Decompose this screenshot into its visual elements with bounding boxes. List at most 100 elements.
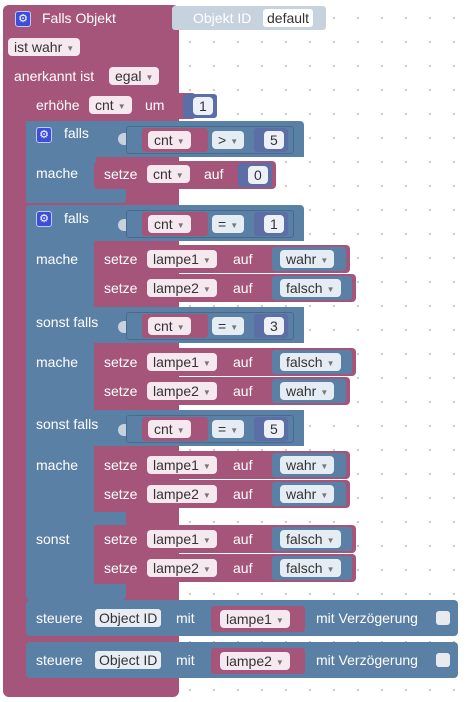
caret-down-icon: ▼ <box>202 388 211 397</box>
control2-delay-checkbox[interactable] <box>436 653 450 667</box>
if2-e-s1-var-dropdown[interactable]: lampe2▼ <box>147 559 217 577</box>
if2-b2-s1-var-dropdown[interactable]: lampe2▼ <box>147 485 217 503</box>
if2-b2-op-dropdown[interactable]: =▼ <box>212 420 245 438</box>
if2-e-s0-var: lampe1 <box>153 531 199 547</box>
caret-down-icon: ▼ <box>230 221 239 230</box>
input-notch <box>118 219 126 231</box>
control2-var: lampe2 <box>226 653 272 669</box>
caret-down-icon: ▼ <box>230 137 239 146</box>
caret-down-icon: ▼ <box>202 256 211 265</box>
increment-value[interactable]: 1 <box>193 97 213 115</box>
caret-down-icon: ▼ <box>175 171 184 180</box>
if2-b0-var: cnt <box>154 216 173 232</box>
if2-b0-s0-label: setze <box>104 251 138 267</box>
if2-b1-s1-var: lampe2 <box>153 383 199 399</box>
if2-b2-s0-var-dropdown[interactable]: lampe1▼ <box>147 456 217 474</box>
control1-delay-checkbox[interactable] <box>436 611 450 625</box>
if2-b0-s0-bool-dropdown[interactable]: wahr▼ <box>280 250 335 268</box>
if2-b1-s0-to: auf <box>233 354 253 370</box>
caret-down-icon: ▼ <box>326 359 335 368</box>
caret-down-icon: ▼ <box>176 323 185 332</box>
if2-b1-s1-value: wahr <box>286 383 317 399</box>
if2-b1-s0-value: falsch <box>286 354 323 370</box>
control2-label: steuere <box>36 652 83 668</box>
if2-b2-s1-var: lampe2 <box>153 486 199 502</box>
if2-b2-s0-to: auf <box>233 457 253 473</box>
if2-b0-value[interactable]: 1 <box>264 215 284 233</box>
if-block-2-foot <box>26 584 126 600</box>
ack-dropdown[interactable]: egal▼ <box>109 67 160 85</box>
if2-e-s0-label: setze <box>104 531 138 547</box>
ack-label: anerkannt ist <box>14 68 95 84</box>
control1-var-dropdown[interactable]: lampe1▼ <box>220 610 290 628</box>
if2-do-label-3: mache <box>36 457 79 473</box>
increment-var-dropdown[interactable]: cnt▼ <box>89 96 132 114</box>
caret-down-icon: ▼ <box>145 73 154 82</box>
event-title: Falls Objekt <box>42 10 116 26</box>
if2-b0-s1-var-dropdown[interactable]: lampe2▼ <box>147 279 217 297</box>
if2-e-s0-bool-dropdown[interactable]: falsch▼ <box>280 530 341 548</box>
if2-b0-s1-to: auf <box>233 280 253 296</box>
if2-b0-s0-var-dropdown[interactable]: lampe1▼ <box>147 250 217 268</box>
if1-value[interactable]: 5 <box>264 131 284 149</box>
caret-down-icon: ▼ <box>326 536 335 545</box>
caret-down-icon: ▼ <box>230 426 239 435</box>
if1-op: > <box>218 132 227 148</box>
if1-var: cnt <box>154 132 173 148</box>
if2-e-s0-var-dropdown[interactable]: lampe1▼ <box>147 530 217 548</box>
control2-var-dropdown[interactable]: lampe2▼ <box>220 652 290 670</box>
if2-elseif-label-1: sonst falls <box>36 314 99 330</box>
if2-b1-s1-label: setze <box>104 383 138 399</box>
control2-object[interactable]: Object ID <box>95 651 162 669</box>
caret-down-icon: ▼ <box>202 565 211 574</box>
if2-b2-var-dropdown[interactable]: cnt▼ <box>148 420 191 438</box>
if2-b1-value[interactable]: 3 <box>264 317 284 335</box>
caret-down-icon: ▼ <box>230 323 239 332</box>
input-notch <box>118 321 126 333</box>
if2-b1-s0-bool-dropdown[interactable]: falsch▼ <box>280 353 341 371</box>
if2-if-label: falls <box>64 210 89 226</box>
if2-b2-s0-value: wahr <box>286 457 317 473</box>
if1-set-var-dropdown[interactable]: cnt▼ <box>147 165 190 183</box>
if2-b2-value[interactable]: 5 <box>264 420 284 438</box>
if2-b1-var-dropdown[interactable]: cnt▼ <box>148 317 191 335</box>
if2-b1-s0-var-dropdown[interactable]: lampe1▼ <box>147 353 217 371</box>
if1-var-dropdown[interactable]: cnt▼ <box>148 131 191 149</box>
caret-down-icon: ▼ <box>202 536 211 545</box>
if2-b0-s1-bool-dropdown[interactable]: falsch▼ <box>280 279 341 297</box>
caret-down-icon: ▼ <box>202 359 211 368</box>
if2-b0-s0-value: wahr <box>286 251 317 267</box>
caret-down-icon: ▼ <box>202 285 211 294</box>
control1-label: steuere <box>36 610 83 626</box>
if2-b1-s1-var-dropdown[interactable]: lampe2▼ <box>147 382 217 400</box>
object-id-value[interactable]: default <box>263 9 314 27</box>
if2-b1-s1-bool-dropdown[interactable]: wahr▼ <box>280 382 335 400</box>
ack-value: egal <box>115 68 142 84</box>
if2-b0-s1-var: lampe2 <box>153 280 199 296</box>
if2-else-label: sonst <box>36 531 70 547</box>
if2-b2-s1-bool-dropdown[interactable]: wahr▼ <box>280 485 335 503</box>
if2-b2-s0-bool-dropdown[interactable]: wahr▼ <box>280 456 335 474</box>
if2-b1-s0-label: setze <box>104 354 138 370</box>
gear-icon[interactable]: ⚙ <box>36 211 52 227</box>
if2-b0-var-dropdown[interactable]: cnt▼ <box>148 215 191 233</box>
gear-icon[interactable]: ⚙ <box>15 11 31 27</box>
if1-op-dropdown[interactable]: >▼ <box>212 131 245 149</box>
control1-object[interactable]: Object ID <box>95 609 162 627</box>
condition-dropdown[interactable]: ist wahr▼ <box>8 38 81 56</box>
if2-b0-op-dropdown[interactable]: =▼ <box>212 215 245 233</box>
caret-down-icon: ▼ <box>176 221 185 230</box>
if1-set-value[interactable]: 0 <box>248 166 268 184</box>
increment-by-label: um <box>145 97 165 113</box>
if2-b1-s1-to: auf <box>233 383 253 399</box>
caret-down-icon: ▼ <box>320 462 329 471</box>
gear-icon[interactable]: ⚙ <box>36 127 52 143</box>
if2-e-s0-value: falsch <box>286 531 323 547</box>
caret-down-icon: ▼ <box>320 491 329 500</box>
if2-b0-s0-to: auf <box>233 251 253 267</box>
if2-e-s1-bool-dropdown[interactable]: falsch▼ <box>280 559 341 577</box>
control1-delay: mit Verzögerung <box>316 610 418 626</box>
if2-do-label-2: mache <box>36 354 79 370</box>
condition-value: ist wahr <box>14 39 63 55</box>
if2-b1-op-dropdown[interactable]: =▼ <box>212 317 245 335</box>
